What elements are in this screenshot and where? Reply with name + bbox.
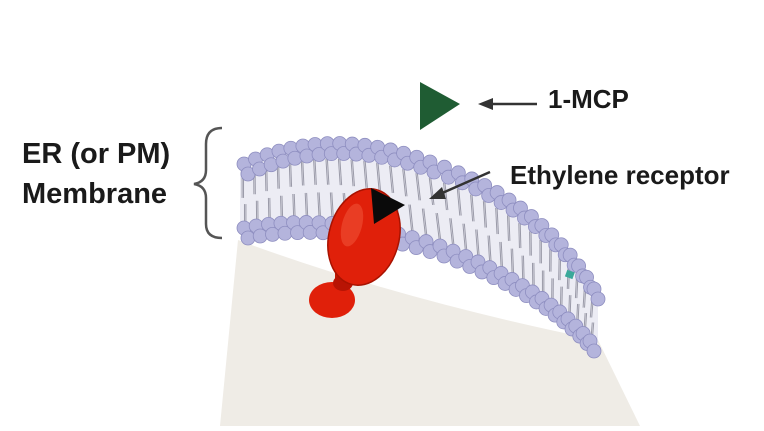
lipid-tail (523, 256, 524, 281)
lipid-head (241, 231, 255, 245)
lipid-tail (520, 223, 521, 248)
lipid-head (253, 229, 267, 243)
lipid-tail (281, 196, 282, 219)
membrane-brace (194, 128, 222, 238)
arrow-to-mcp (478, 98, 537, 110)
lipid-tail (522, 256, 523, 281)
label-membrane-line1: ER (or PM) (22, 138, 170, 171)
green-triangle-icon (420, 82, 460, 130)
lipid-head (587, 344, 601, 358)
lipid-head (288, 151, 302, 165)
lipid-tail (279, 166, 280, 189)
label-membrane-line2: Membrane (22, 178, 167, 211)
lipid-tail (519, 223, 520, 248)
lipid-tail (282, 196, 283, 219)
lipid-tail (277, 166, 278, 189)
lipid-head (591, 292, 605, 306)
label-ethylene-receptor: Ethylene receptor (510, 160, 730, 191)
label-1-mcp: 1-MCP (548, 84, 629, 115)
